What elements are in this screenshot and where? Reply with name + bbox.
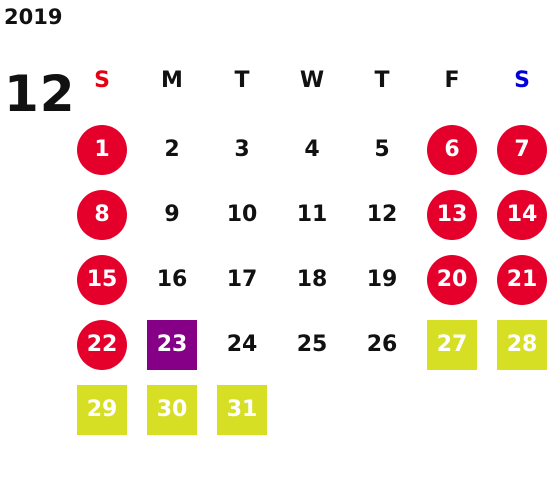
day-cell[interactable]: 2 [137,118,207,183]
day-cell[interactable]: 21 [487,248,548,313]
weekday-wednesday: W [299,68,325,93]
day-number: 18 [296,267,328,292]
weekday-monday: M [161,68,183,93]
day-cell[interactable]: 16 [137,248,207,313]
weekday-thursday: T [374,68,390,93]
day-cell[interactable]: 20 [417,248,487,313]
day-cell[interactable]: 4 [277,118,347,183]
day-cell[interactable]: 6 [417,118,487,183]
weekday-sunday: S [94,68,110,93]
day-number: 5 [374,137,390,162]
day-cell[interactable]: 31 [207,378,277,443]
day-number: 20 [427,255,477,305]
day-number: 27 [427,320,477,370]
day-number: 15 [77,255,127,305]
day-number: 30 [147,385,197,435]
day-cell[interactable]: 30 [137,378,207,443]
day-cell[interactable]: 26 [347,313,417,378]
day-cell[interactable]: 23 [137,313,207,378]
day-cell[interactable]: 25 [277,313,347,378]
day-number: 31 [217,385,267,435]
day-cell[interactable]: 13 [417,183,487,248]
day-number: 4 [304,137,320,162]
day-cell[interactable]: 29 [67,378,137,443]
day-cell[interactable]: 17 [207,248,277,313]
day-cell[interactable]: 11 [277,183,347,248]
day-cell[interactable]: 1 [67,118,137,183]
day-number: 8 [77,190,127,240]
day-cell[interactable]: 5 [347,118,417,183]
day-number: 26 [366,332,398,357]
calendar-month: 12 [4,65,76,123]
day-number: 28 [497,320,547,370]
weekday-saturday: S [514,68,530,93]
day-cell[interactable]: 9 [137,183,207,248]
day-number: 21 [497,255,547,305]
weekday-friday: F [444,68,460,93]
day-number: 14 [497,190,547,240]
day-cell[interactable]: 27 [417,313,487,378]
day-number: 2 [164,137,180,162]
weekday-tuesday: T [234,68,250,93]
day-number: 24 [226,332,258,357]
day-cell[interactable]: 28 [487,313,548,378]
day-number: 11 [296,202,328,227]
day-cell[interactable]: 8 [67,183,137,248]
day-number: 10 [226,202,258,227]
day-cell[interactable]: 10 [207,183,277,248]
day-number: 3 [234,137,250,162]
day-number: 13 [427,190,477,240]
day-cell[interactable]: 7 [487,118,548,183]
day-cell[interactable]: 15 [67,248,137,313]
day-number: 7 [497,125,547,175]
calendar-year: 2019 [4,5,63,29]
day-number: 1 [77,125,127,175]
day-number: 12 [366,202,398,227]
day-cell[interactable]: 19 [347,248,417,313]
weekday-header-row: S M T W T F S [67,66,548,96]
day-number: 29 [77,385,127,435]
day-number: 9 [164,202,180,227]
day-cell[interactable]: 18 [277,248,347,313]
day-cell[interactable]: 14 [487,183,548,248]
day-cell[interactable]: 3 [207,118,277,183]
day-number: 16 [156,267,188,292]
day-cell[interactable]: 22 [67,313,137,378]
day-number: 19 [366,267,398,292]
day-cell[interactable]: 24 [207,313,277,378]
day-number: 23 [147,320,197,370]
day-number: 25 [296,332,328,357]
day-number: 17 [226,267,258,292]
day-number: 22 [77,320,127,370]
day-cell[interactable]: 12 [347,183,417,248]
day-number: 6 [427,125,477,175]
